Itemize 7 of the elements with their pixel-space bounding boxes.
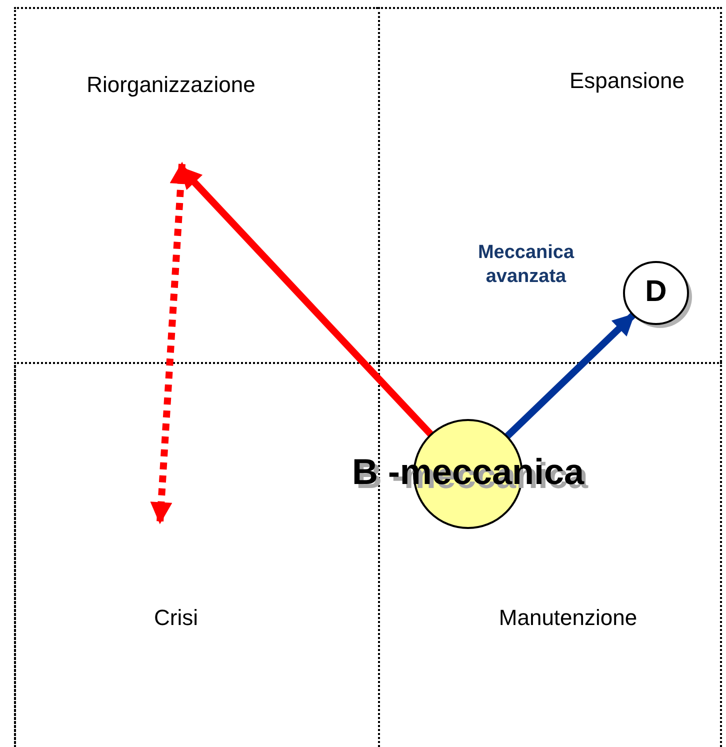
- quadrant-label: Crisi: [154, 605, 198, 631]
- node-label: D: [644, 275, 668, 309]
- node-caption: Meccanica avanzata: [476, 241, 576, 289]
- quadrant-label: Riorganizzazione: [86, 72, 256, 98]
- arrow: [504, 312, 636, 440]
- quadrant-label: Espansione: [570, 68, 684, 94]
- quadrant-label: Manutenzione: [498, 605, 638, 631]
